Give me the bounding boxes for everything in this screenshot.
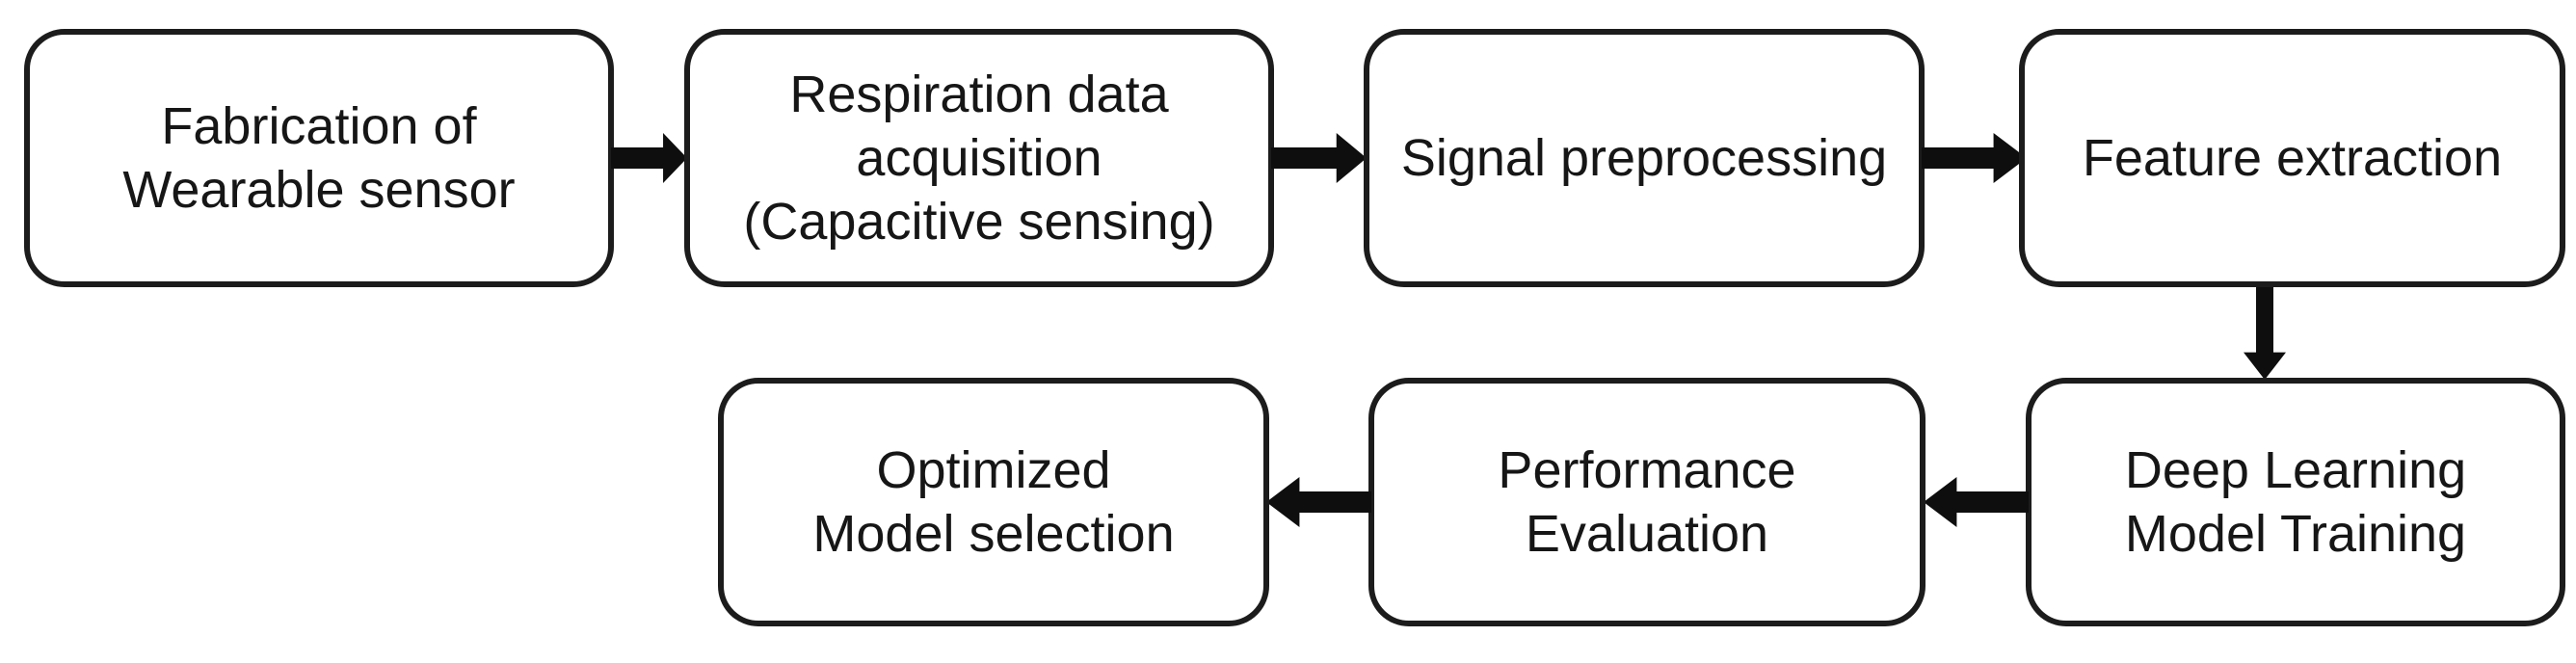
flow-box-fabrication-of-wearable-sensor: Fabrication of Wearable sensor [24,29,614,287]
flow-box-label-line: Deep Learning [2124,441,2467,499]
flow-box-label-line: Fabrication of [161,97,477,155]
left-arrow-icon [1924,477,2029,527]
flow-box-signal-preprocessing: Signal preprocessing [1364,29,1925,287]
flow-box-performance-evaluation: Performance Evaluation [1368,378,1925,626]
arrow-signal-to-feature [1922,131,2027,185]
right-arrow-icon [611,133,687,183]
flow-box-label-line: (Capacitive sensing) [743,193,1215,251]
flow-box-respiration-data-acquisition: Respiration data acquisition (Capacitive… [684,29,1274,287]
flow-box-optimized-model-selection: Optimized Model selection [718,378,1269,626]
flow-box-label-line: Evaluation [1525,505,1769,563]
right-arrow-icon [1922,133,2027,183]
flow-box-label-line: acquisition [856,129,1102,187]
arrow-fabrication-to-respiration [611,131,687,185]
flow-box-label-line: Performance [1498,441,1796,499]
flow-box-label-line: Model selection [812,505,1175,563]
flow-box-label-line: Respiration data [789,66,1169,123]
flow-box-label-line: Model Training [2124,505,2467,563]
right-arrow-icon [1271,133,1367,183]
flow-box-label-line: Feature extraction [2082,129,2503,187]
flow-box-feature-extraction: Feature extraction [2019,29,2565,287]
arrow-feature-to-deep-learning [2242,287,2288,380]
left-arrow-icon [1266,477,1371,527]
flow-box-label-line: Signal preprocessing [1400,129,1888,187]
flow-box-deep-learning-model-training: Deep Learning Model Training [2026,378,2565,626]
arrow-deep-learning-to-performance [1924,475,2029,529]
arrow-respiration-to-signal [1271,131,1367,185]
flow-box-label-line: Wearable sensor [122,161,516,219]
arrow-performance-to-optimized [1266,475,1371,529]
down-arrow-icon [2244,287,2286,380]
flow-box-label-line: Optimized [876,441,1111,499]
